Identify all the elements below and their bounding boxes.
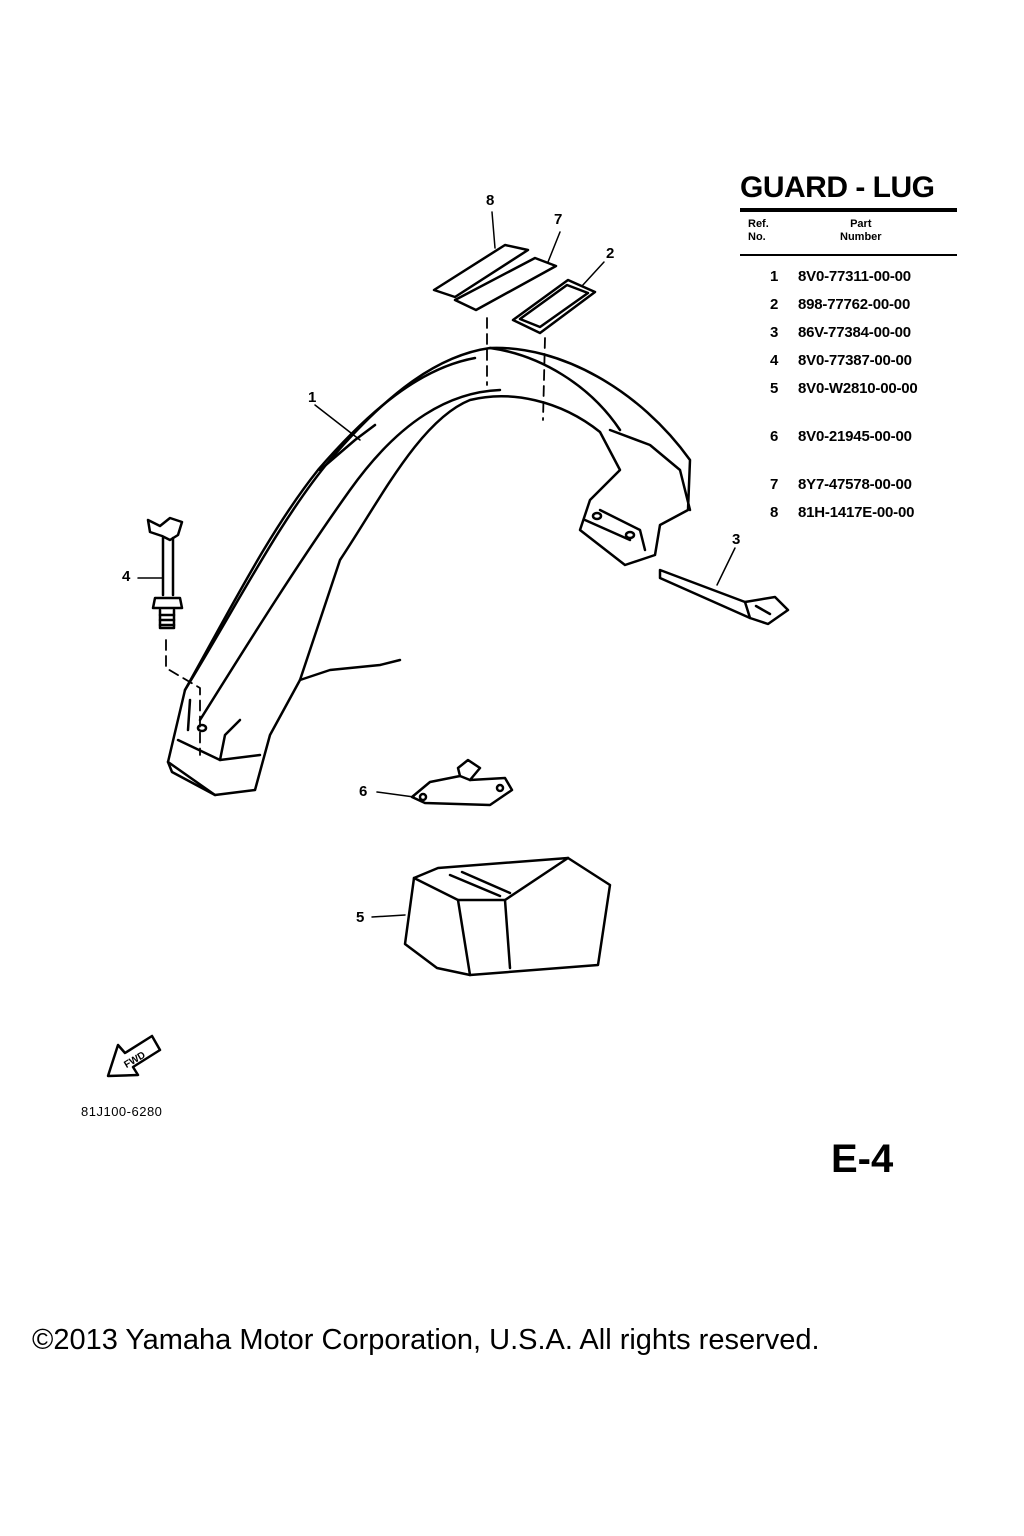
header-ref-line1: Ref. <box>748 218 769 230</box>
header-part-line1: Part <box>850 218 872 230</box>
row-part: 8V0-21945-00-00 <box>798 428 912 445</box>
table-row: 4 8V0-77387-00-00 <box>740 352 957 380</box>
diagram-title: GUARD - LUG <box>740 171 935 204</box>
header-part: Part Number <box>840 218 882 244</box>
fwd-arrow-icon <box>106 1034 162 1078</box>
part-3-rod <box>658 568 790 626</box>
table-rows: 1 8V0-77311-00-00 2 898-77762-00-00 3 86V-7… <box>740 268 957 532</box>
callout-1: 1 <box>308 389 317 406</box>
part-1-guard <box>166 346 692 797</box>
header-ref-line2: No. <box>748 231 766 243</box>
header-rule <box>740 254 957 256</box>
part-6-bracket <box>410 758 514 807</box>
callout-8: 8 <box>486 192 495 209</box>
row-ref: 1 <box>770 268 779 285</box>
row-ref: 3 <box>770 324 779 341</box>
row-part: 81H-1417E-00-00 <box>798 504 915 521</box>
callout-4: 4 <box>122 568 131 585</box>
leader-lines <box>137 211 736 918</box>
callout-7: 7 <box>554 211 563 228</box>
table-header: Ref. No. Part Number <box>740 212 957 254</box>
header-part-line2: Number <box>840 231 882 243</box>
copyright-notice: ©2013 Yamaha Motor Corporation, U.S.A. A… <box>32 1324 820 1356</box>
row-ref: 5 <box>770 380 779 397</box>
row-ref: 2 <box>770 296 779 313</box>
table-row: 5 8V0-W2810-00-00 <box>740 380 957 408</box>
row-part: 8V0-W2810-00-00 <box>798 380 918 397</box>
callout-3: 3 <box>732 531 741 548</box>
callout-6: 6 <box>359 783 368 800</box>
title-rule <box>740 208 957 212</box>
table-row: 8 81H-1417E-00-00 <box>740 504 957 532</box>
part-5-bag <box>403 856 612 977</box>
table-row: 7 8Y7-47578-00-00 <box>740 476 957 504</box>
row-ref: 7 <box>770 476 779 493</box>
page-number: E-4 <box>831 1137 894 1181</box>
part-2-label <box>511 278 597 335</box>
table-row: 2 898-77762-00-00 <box>740 296 957 324</box>
table-row: 1 8V0-77311-00-00 <box>740 268 957 296</box>
part-4-wing-bolt <box>146 516 184 630</box>
table-row: 3 86V-77384-00-00 <box>740 324 957 352</box>
header-ref: Ref. No. <box>748 218 769 244</box>
part-7-strip <box>453 256 558 312</box>
row-ref: 6 <box>770 428 779 445</box>
row-part: 898-77762-00-00 <box>798 296 911 313</box>
assembly-lines <box>165 317 546 756</box>
part-8-strip <box>432 243 530 299</box>
table-row: 6 8V0-21945-00-00 <box>740 428 957 456</box>
row-ref: 4 <box>770 352 779 369</box>
parts-table: GUARD - LUG Ref. No. Part Number 1 8V0-77… <box>740 170 957 532</box>
row-part: 8V0-77387-00-00 <box>798 352 912 369</box>
drawing-number: 81J100-6280 <box>81 1104 163 1119</box>
callout-2: 2 <box>606 245 615 262</box>
row-part: 8Y7-47578-00-00 <box>798 476 912 493</box>
callout-5: 5 <box>356 909 365 926</box>
row-part: 86V-77384-00-00 <box>798 324 911 341</box>
row-part: 8V0-77311-00-00 <box>798 268 911 285</box>
row-ref: 8 <box>770 504 779 521</box>
